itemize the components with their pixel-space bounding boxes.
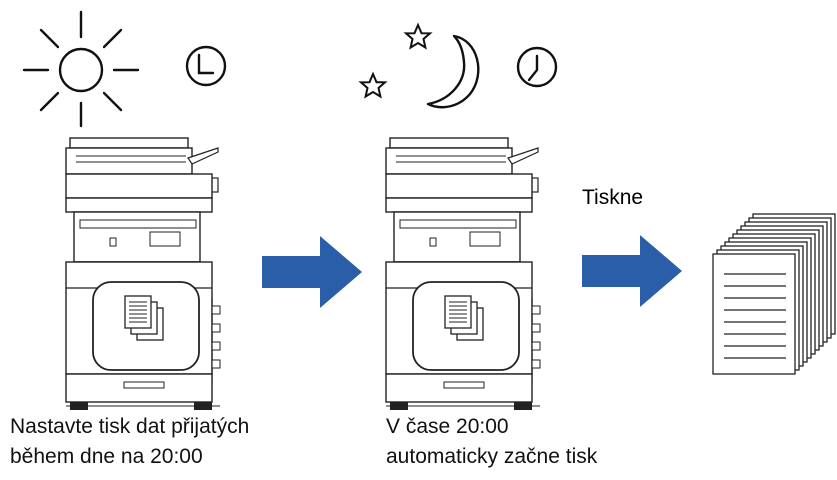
middle-caption-line1: V čase 20:00 — [386, 415, 509, 438]
moon-icon — [426, 34, 480, 109]
clock-icon — [185, 45, 227, 87]
clock-icon — [516, 46, 558, 88]
sun-icon — [22, 10, 140, 128]
paper-stack-icon — [712, 213, 836, 375]
star-icon — [405, 24, 431, 49]
documents-icon — [412, 281, 520, 371]
right-arrow-icon — [262, 236, 362, 308]
documents-icon — [92, 281, 200, 371]
middle-caption: V čase 20:00 automaticky začne tisk — [386, 412, 597, 472]
printing-label: Tiskne — [582, 186, 644, 209]
right-arrow-icon — [582, 235, 682, 307]
left-caption: Nastavte tisk dat přijatých během dne na… — [10, 412, 249, 472]
middle-caption-line2: automaticky začne tisk — [386, 445, 598, 468]
left-caption-line1: Nastavte tisk dat přijatých — [10, 415, 250, 438]
left-caption-line2: během dne na 20:00 — [10, 445, 203, 468]
star-icon — [360, 73, 386, 98]
